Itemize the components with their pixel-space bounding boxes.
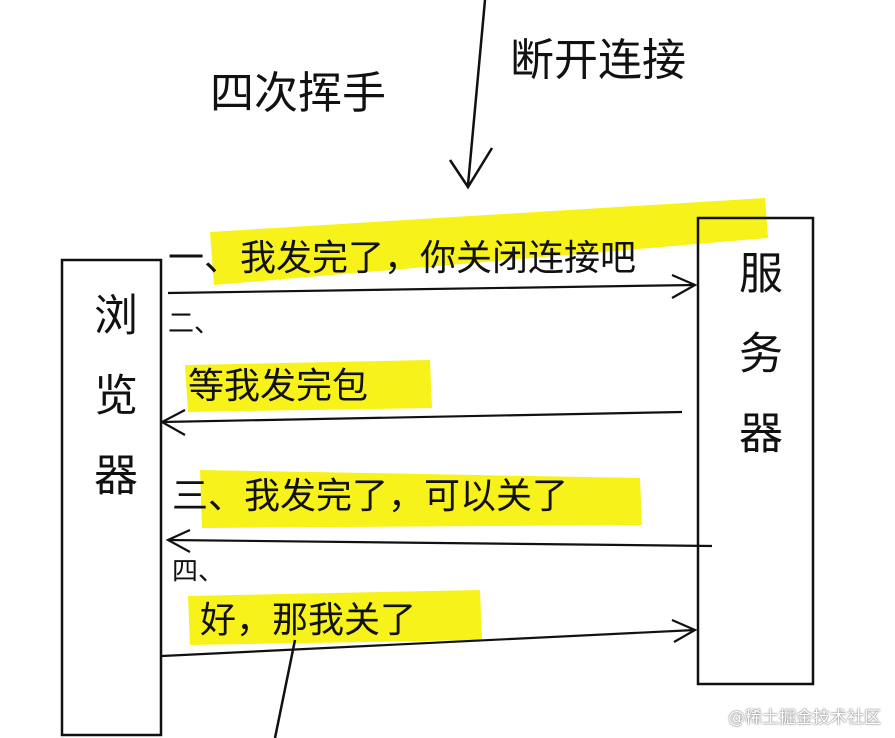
message-4-step: 四、 — [172, 557, 224, 587]
highlight-3 — [200, 470, 642, 528]
pointer-arrowhead — [448, 147, 494, 190]
message-2-text: 等我发完包 — [188, 366, 368, 407]
arrowhead-4 — [671, 618, 698, 643]
server-label: 服务器 — [731, 250, 782, 490]
message-3: 三、我发完了，可以关了 — [172, 476, 568, 517]
highlight-2 — [185, 360, 432, 412]
message-3-text: 我发完了，可以关了 — [244, 476, 568, 517]
highlights — [185, 198, 768, 645]
arrowhead-1 — [671, 273, 698, 299]
highlight-4 — [188, 590, 482, 645]
server-box — [696, 216, 815, 686]
message-1-text: 我发完了，你关闭连接吧 — [240, 238, 636, 279]
highlight-1 — [210, 198, 768, 285]
arrowhead-2 — [159, 409, 186, 436]
message-1: 一、我发完了，你关闭连接吧 — [168, 238, 636, 279]
message-4-text: 好，那我关了 — [200, 600, 416, 641]
bottom-line — [273, 639, 297, 738]
browser-label: 浏览器 — [86, 292, 137, 532]
arrowhead-3 — [165, 528, 191, 553]
arrow-3 — [167, 538, 713, 548]
pointer-line — [466, 0, 487, 186]
arrow-2 — [161, 410, 683, 424]
message-2-step: 二、 — [168, 309, 220, 339]
arrow-1 — [167, 283, 696, 295]
message-1-step: 一、 — [168, 238, 240, 279]
watermark: @稀土掘金技术社区 — [728, 708, 881, 728]
title-right: 断开连接 — [510, 35, 686, 86]
title-left: 四次挥手 — [210, 68, 386, 119]
browser-box — [60, 258, 163, 737]
arrow-4 — [161, 628, 696, 658]
message-3-step: 三、 — [172, 476, 244, 517]
